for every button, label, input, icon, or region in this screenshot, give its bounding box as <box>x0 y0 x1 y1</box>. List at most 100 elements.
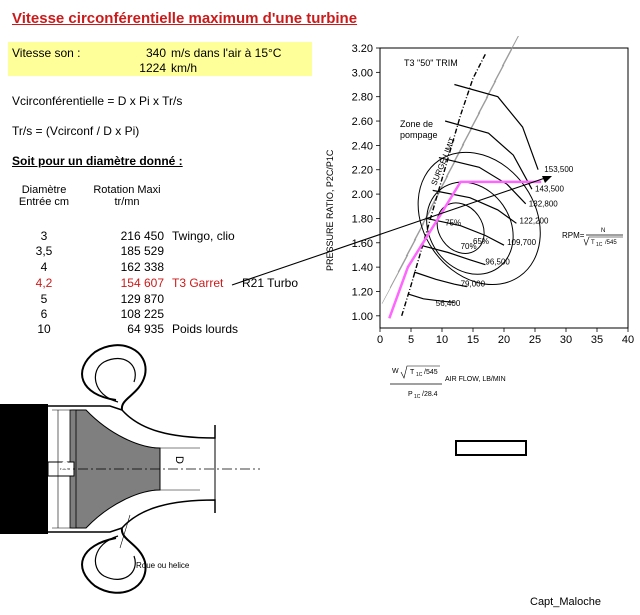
sqrt-icon <box>583 236 623 246</box>
cell-rpm: 162 338 <box>120 260 164 274</box>
cell-note: Poids lourds <box>172 322 239 336</box>
hatch-line <box>405 207 433 257</box>
y-tick-label: 2.20 <box>352 165 373 177</box>
hatch-line <box>493 36 519 83</box>
y-tick-label: 2.60 <box>352 116 373 128</box>
sqrt-icon <box>400 365 440 379</box>
speed-line-label: 153,500 <box>544 165 573 174</box>
cell-diameter: 6 <box>40 307 48 321</box>
x-label-t-sub: 1C <box>416 372 423 378</box>
cell-note: Twingo, clio <box>172 229 235 243</box>
volute-bottom-inner <box>94 535 136 580</box>
speed-unit-kmh: km/h <box>171 61 198 75</box>
x-tick-label: 35 <box>591 334 603 346</box>
cell-rpm: 154 607 <box>120 276 164 290</box>
operating-line <box>388 180 542 319</box>
cell-note: T3 Garret <box>172 276 224 290</box>
zone-label-line2: pompage <box>400 130 438 140</box>
header-rotation: Rotation Maxi tr/mn <box>84 184 170 208</box>
header-diameter-line1: Diamètre <box>21 184 67 196</box>
x-tick-label: 15 <box>467 334 479 346</box>
speed-line-label: 143,500 <box>535 185 564 194</box>
x-tick-label: 0 <box>377 334 383 346</box>
cell-diameter: 5 <box>40 292 48 306</box>
surge-limit <box>401 53 487 317</box>
speed-line-label: 79,000 <box>461 280 486 289</box>
speed-line <box>438 157 527 205</box>
x-label-p-const: /28.4 <box>422 391 438 398</box>
efficiency-label: 65% <box>473 237 489 246</box>
rpm-formula-numerator: N <box>601 228 605 234</box>
rpm-formula-sub: 1C <box>596 242 603 248</box>
x-label-p: P <box>408 391 413 398</box>
speed-label: Vitesse son : <box>12 46 81 60</box>
surge-limit-line <box>401 53 487 317</box>
arrow-head-icon <box>542 176 552 183</box>
hatch-line <box>429 159 457 209</box>
inlet-shroud-top <box>121 409 216 439</box>
rpm-formula-prefix: RPM= <box>562 231 585 240</box>
speed-lines: 56,40079,00096,500109,700122,200132,8001… <box>407 83 574 308</box>
cell-note-secondary: R21 Turbo <box>242 276 299 290</box>
x-tick-label: 10 <box>436 334 448 346</box>
speed-line <box>407 293 455 303</box>
turbo-cross-section: Db D Roue ou helice <box>0 344 260 594</box>
efficiency-label: 75% <box>445 219 461 228</box>
x-tick-label: 40 <box>622 334 634 346</box>
label-db: Db <box>59 461 71 475</box>
zone-label-line1: Zone de <box>400 119 433 129</box>
x-tick-label: 20 <box>498 334 510 346</box>
cell-rpm: 216 450 <box>120 229 164 243</box>
y-tick-label: 1.20 <box>352 286 373 298</box>
y-tick-label: 2.80 <box>352 92 373 104</box>
cell-diameter: 4,2 <box>35 276 53 290</box>
cell-rpm: 129 870 <box>120 292 164 306</box>
author-credit: Capt_Maloche <box>530 596 601 608</box>
efficiency-label: 70% <box>461 242 477 251</box>
operating-line-path <box>388 180 542 319</box>
cell-diameter: 3 <box>40 229 48 243</box>
label-wheel: Roue ou helice <box>136 561 190 570</box>
y-tick-label: 1.40 <box>352 262 373 274</box>
speed-line <box>413 271 467 288</box>
y-tick-label: 3.20 <box>352 43 373 55</box>
y-axis-label: PRESSURE RATIO, P2C/P1C <box>325 149 335 271</box>
y-tick-label: 1.00 <box>352 311 373 323</box>
cell-rpm: 64 935 <box>127 322 164 336</box>
x-label-text: AIR FLOW, LB/MIN <box>445 376 506 383</box>
x-label-t-const: /545 <box>424 369 438 376</box>
speed-line <box>426 217 505 246</box>
hatch-line <box>397 223 425 273</box>
cell-diameter: 4 <box>40 260 48 274</box>
hatch-line <box>469 80 497 130</box>
label-d: D <box>173 456 185 464</box>
x-label-w: W <box>392 368 399 375</box>
compressor-map-chart: 75% 70%65% 56,40079,00096,500109,700122,2… <box>325 36 635 400</box>
header-diameter: Diamètre Entrée cm <box>14 184 74 208</box>
cell-diameter: 3,5 <box>35 244 53 258</box>
table-subtitle: Soit pour un diamètre donné : <box>12 154 183 168</box>
speed-line <box>420 244 486 266</box>
diffuser-bottom <box>48 527 123 533</box>
cell-diameter: 10 <box>37 322 51 336</box>
y-tick-label: 3.00 <box>352 67 373 79</box>
efficiency-island <box>417 151 541 286</box>
wheel-leader-line <box>119 514 131 549</box>
speed-line-label: 132,800 <box>529 199 558 208</box>
volute-top <box>81 344 147 411</box>
x-label-t: T <box>410 369 415 376</box>
rpm-formula-const: /545 <box>605 240 617 246</box>
cell-rpm: 108 225 <box>120 307 164 321</box>
x-axis-label: W T 1C /545 AIR FLOW, LB/MIN P 1C /28.4 <box>390 365 506 400</box>
header-rotation-line2: tr/mn <box>114 196 140 208</box>
page-title: Vitesse circonférentielle maximum d'une … <box>12 10 358 27</box>
speed-line-label: 109,700 <box>507 238 536 247</box>
hatch-line <box>485 49 513 99</box>
x-tick-label: 25 <box>529 334 541 346</box>
header-diameter-line2: Entrée cm <box>18 196 70 208</box>
formula-rps: Tr/s = (Vcirconf / D x Pi) <box>12 124 140 138</box>
hatch-line <box>461 96 489 146</box>
volute-top-inner <box>94 357 136 403</box>
hatch-line <box>389 238 417 288</box>
